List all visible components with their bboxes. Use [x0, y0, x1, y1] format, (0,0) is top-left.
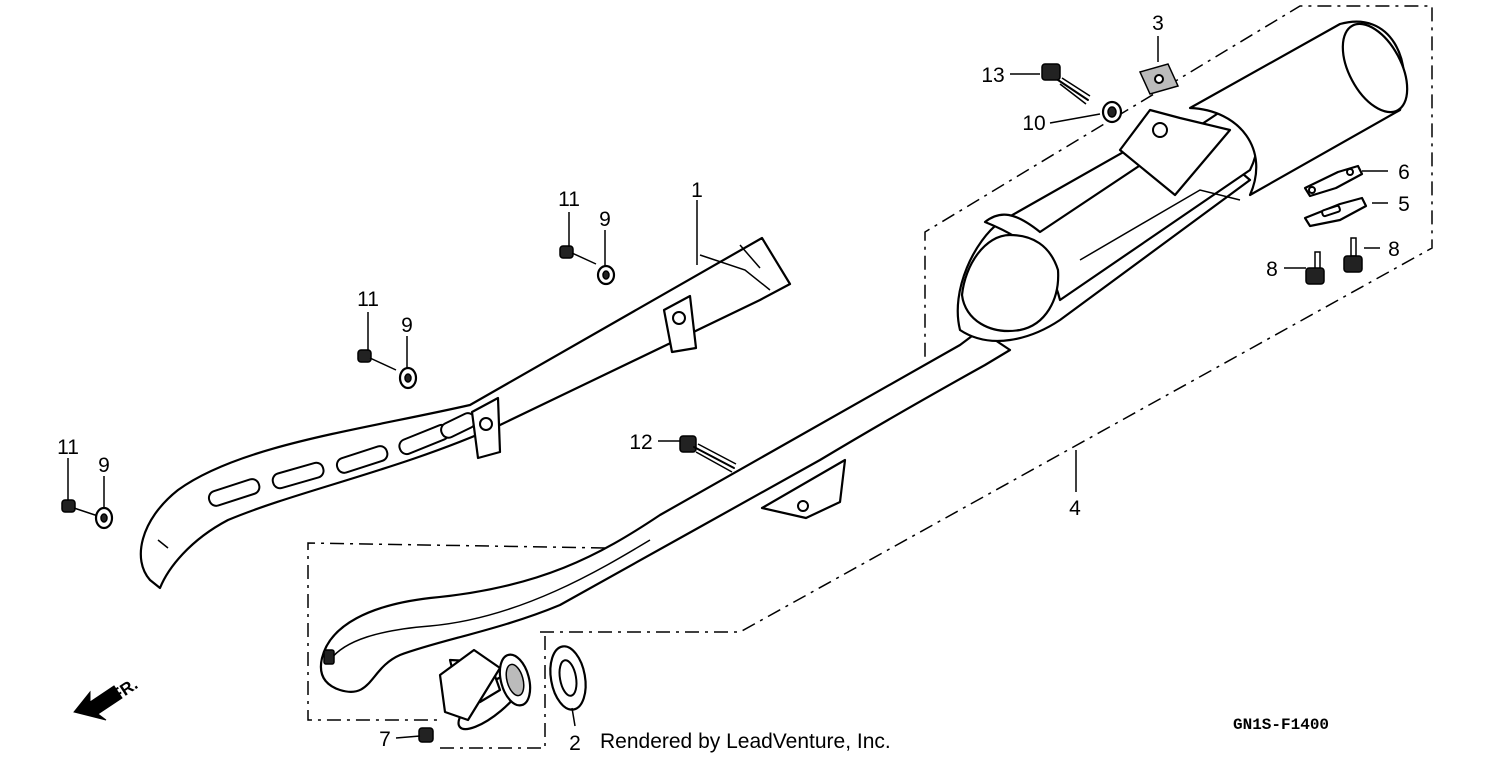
front-direction-indicator: FR.: [73, 675, 141, 721]
bolts-8: [1305, 237, 1363, 285]
callout-11-lower: 11: [57, 436, 79, 459]
callout-12: 12: [629, 431, 652, 454]
bolts-and-washers: [61, 245, 737, 743]
muffler-gasket: [1138, 63, 1180, 95]
callout-10: 10: [1022, 112, 1045, 135]
muffler-assembly: [319, 20, 1409, 731]
callout-2: 2: [569, 732, 581, 755]
callout-8-right: 8: [1388, 238, 1400, 261]
callout-9-middle: 9: [401, 314, 413, 337]
callout-3: 3: [1152, 12, 1164, 35]
leader-lines: [67, 36, 1388, 739]
front-arrow-icon: [73, 685, 123, 721]
plates: [1303, 164, 1368, 228]
diagram-code: GN1S-F1400: [1233, 716, 1329, 734]
callout-11-upper: 11: [558, 188, 580, 211]
callout-labels: 1 2 3 4 5 6 7 8 8 9 9 9 10 11 11 11 12 1…: [57, 12, 1410, 755]
callout-9-lower: 9: [98, 454, 110, 477]
washer-and-bolt-top: [1041, 63, 1123, 124]
callout-5: 5: [1398, 193, 1410, 216]
callout-9-upper: 9: [599, 208, 611, 231]
callout-4: 4: [1069, 497, 1081, 520]
callout-13: 13: [981, 64, 1004, 87]
callout-8-left: 8: [1266, 258, 1278, 281]
callout-6: 6: [1398, 161, 1410, 184]
exhaust-gasket: [549, 645, 587, 711]
callout-1: 1: [691, 179, 703, 202]
heat-protector: [139, 236, 792, 590]
callout-11-middle: 11: [357, 288, 379, 311]
assembly-outline: [307, 5, 1433, 749]
render-credit: Rendered by LeadVenture, Inc.: [600, 730, 891, 753]
callout-7: 7: [379, 728, 391, 751]
